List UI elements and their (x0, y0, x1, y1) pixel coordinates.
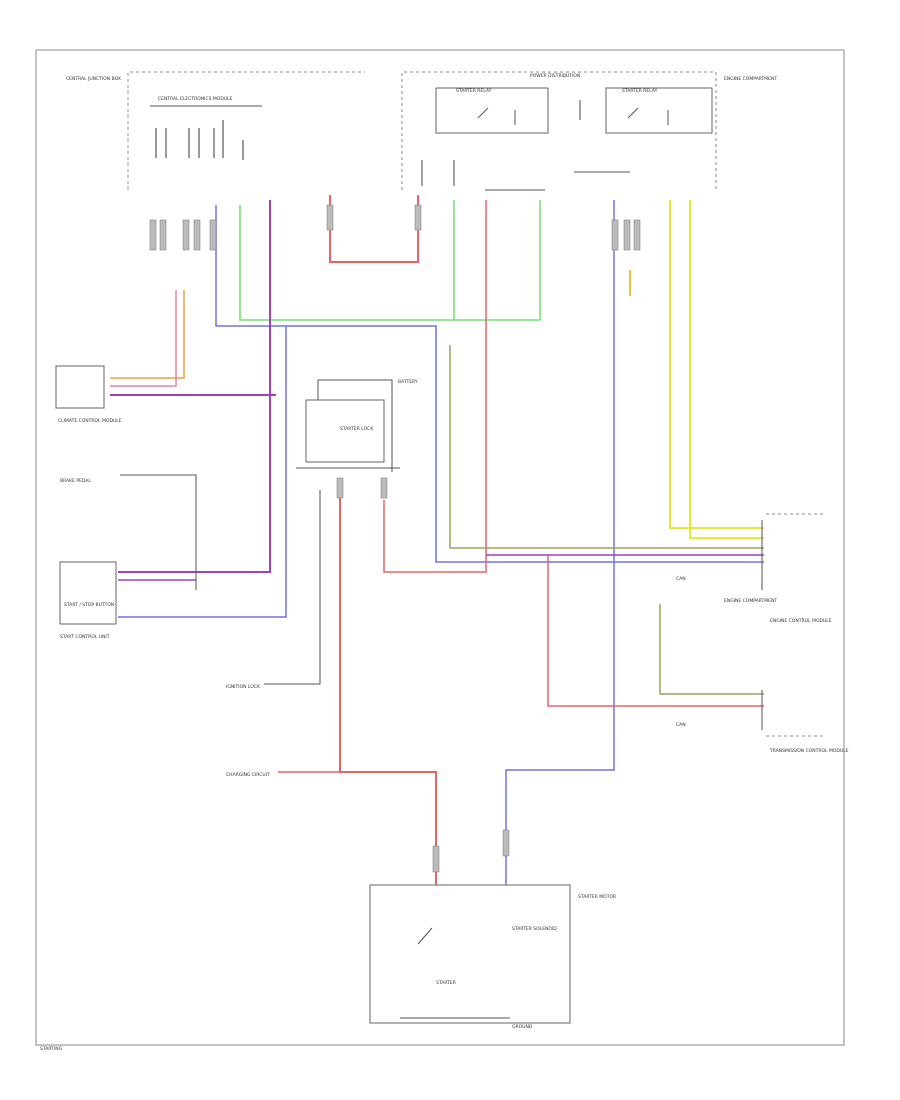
wire-pink (110, 290, 177, 387)
label-start-control: START CONTROL UNIT (60, 634, 110, 640)
relay-right-contact (627, 107, 639, 119)
solenoid-contact (417, 927, 433, 945)
label-starter-solenoid: STARTER SOLENOID (512, 926, 557, 932)
label-central-jbox: CENTRAL JUNCTION BOX (66, 76, 121, 82)
wire-olive (449, 345, 764, 549)
relay-left-contact (477, 107, 489, 119)
starter-lock-boundary (317, 379, 393, 472)
label-climate-control: CLIMATE CONTROL MODULE (58, 418, 122, 424)
label-engine-compartment: ENGINE COMPARTMENT (724, 76, 777, 82)
start-control-box (59, 561, 117, 625)
wire-red-top (329, 195, 419, 263)
wire-blue-left (215, 205, 764, 563)
wire-purple (118, 200, 271, 573)
starter-lock-connector (380, 477, 388, 499)
label-brake-pedal: BRAKE PEDAL (60, 478, 91, 484)
wire-red-trans (547, 556, 764, 707)
climate-control-box (55, 365, 105, 409)
label-starter-lock: STARTER LOCK (340, 426, 374, 432)
footer-label: STARTING (40, 1046, 63, 1052)
label-starter-field: STARTER (436, 980, 456, 986)
starter-lock-box (305, 399, 385, 463)
wire-olive-trans (659, 604, 764, 695)
label-ignition-lock: IGNITION LOCK (226, 684, 261, 690)
label-central-electronics: CENTRAL ELECTRONICS MODULE (158, 96, 233, 102)
pin-tick (198, 128, 200, 158)
pin-tick (222, 120, 224, 158)
wire-green (239, 200, 541, 321)
label-battery: BATTERY (398, 379, 418, 385)
pin-tick (242, 140, 244, 160)
label-starter-relay-right: STARTER RELAY (622, 88, 658, 94)
connector-block (182, 219, 190, 251)
pin-tick (155, 128, 157, 158)
connector-block (149, 219, 157, 251)
wire-gray-ignition (264, 490, 321, 685)
central-electronics-pins (155, 120, 244, 160)
starter-lock-connector (336, 477, 344, 499)
wire-gray-brake (120, 474, 197, 590)
pin-tick (188, 128, 190, 158)
central-electronics-boundary (127, 71, 365, 190)
label-ground: GROUND (512, 1024, 533, 1030)
starter-connector (502, 829, 510, 857)
starter-connector (432, 845, 440, 873)
pin-tick (213, 128, 215, 158)
label-engine-compartment-2: ENGINE COMPARTMENT (724, 598, 777, 604)
label-can-2: CAN (676, 722, 686, 728)
wire-red-engine (383, 200, 487, 573)
starter-motor-box (369, 884, 571, 1024)
label-can-1: CAN (676, 576, 686, 582)
connector-block (193, 219, 201, 251)
connector-block (159, 219, 167, 251)
connector-block (414, 204, 422, 231)
wire-yellow-2 (689, 200, 764, 539)
wire-yellow-1 (669, 200, 764, 529)
label-charging: CHARGING CIRCUIT (226, 772, 270, 778)
connector-block (209, 219, 217, 251)
label-starter-motor: STARTER MOTOR (578, 894, 616, 900)
label-start-stop: START / STOP BUTTON (64, 602, 114, 608)
connector-block (611, 219, 619, 251)
wire-blue-bottom (118, 326, 287, 618)
label-starter-relay-left: STARTER RELAY (456, 88, 492, 94)
connector-blocks-top (149, 204, 641, 251)
wire-red-main (339, 490, 437, 885)
pin-tick (165, 128, 167, 158)
wire-orange (110, 290, 185, 379)
starter-relay-left-box (435, 87, 549, 134)
connector-block (623, 219, 631, 251)
label-engine-control: ENGINE CONTROL MODULE (770, 618, 832, 624)
connector-block (633, 219, 641, 251)
starter-relay-right-box (605, 87, 713, 134)
wire-blue-right (505, 200, 615, 890)
label-trans-control: TRANSMISSION CONTROL MODULE (769, 748, 849, 754)
connector-block (326, 204, 334, 231)
label-power-distribution: POWER DISTRIBUTION (530, 73, 580, 79)
outer-frame (35, 49, 845, 1046)
